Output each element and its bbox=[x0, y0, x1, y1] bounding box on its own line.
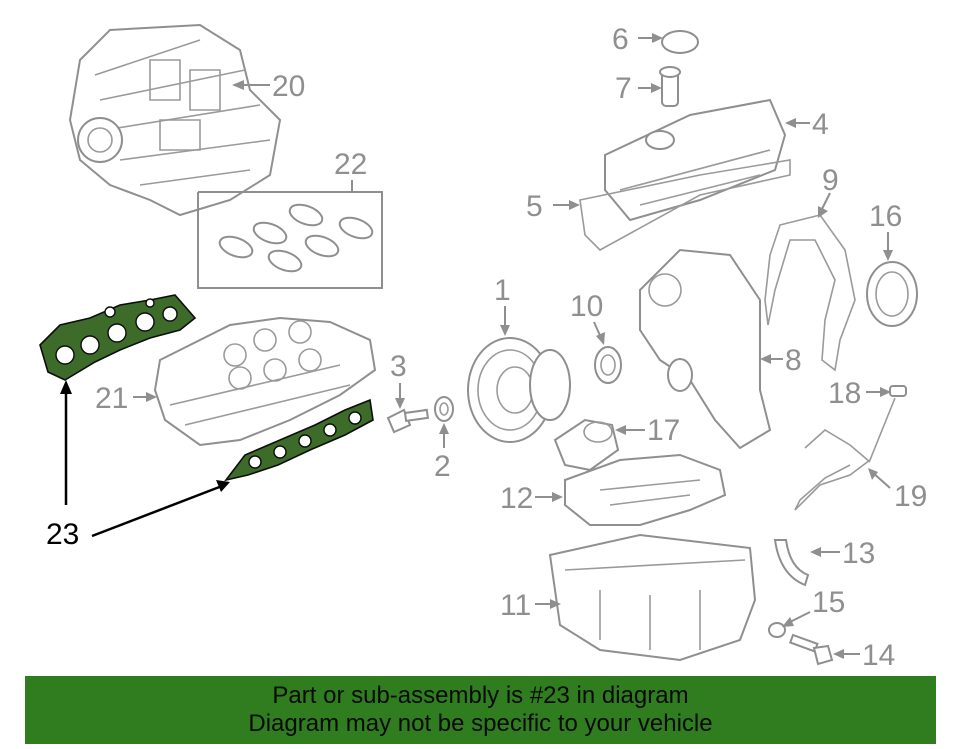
part-21-lower-intake bbox=[153, 316, 377, 447]
part-12-baffle bbox=[564, 453, 727, 526]
callout-17: 17 bbox=[647, 414, 680, 447]
part-6-oil-cap bbox=[661, 30, 699, 54]
callout-16: 16 bbox=[869, 200, 902, 233]
callout-11: 11 bbox=[500, 589, 531, 622]
info-banner: Part or sub-assembly is #23 in diagram D… bbox=[25, 676, 936, 744]
part-2-washer bbox=[434, 396, 454, 422]
part-3-bolt bbox=[386, 408, 430, 434]
callout-6: 6 bbox=[612, 23, 629, 56]
part-20-intake-manifold bbox=[68, 23, 282, 217]
part-22-gasket-set bbox=[197, 180, 383, 289]
part-17-oil-filter bbox=[553, 418, 620, 472]
callout-13: 13 bbox=[842, 537, 875, 570]
callout-14: 14 bbox=[862, 639, 895, 672]
callout-22: 22 bbox=[334, 148, 367, 181]
part-23-gasket-upper bbox=[39, 294, 197, 381]
callout-1: 1 bbox=[494, 274, 511, 307]
part-18-dipstick bbox=[889, 385, 907, 397]
part-11-oil-pan bbox=[548, 533, 757, 662]
callout-19: 19 bbox=[894, 480, 927, 513]
part-13-bearing bbox=[773, 539, 810, 587]
callout-20: 20 bbox=[272, 70, 305, 103]
part-8-timing-cover bbox=[639, 248, 772, 450]
callout-9: 9 bbox=[822, 164, 839, 197]
part-4-valve-cover bbox=[604, 98, 787, 222]
callout-18: 18 bbox=[828, 377, 861, 410]
part-16-rear-seal bbox=[866, 261, 918, 327]
banner-line-1: Part or sub-assembly is #23 in diagram bbox=[272, 682, 689, 709]
callout-4: 4 bbox=[812, 108, 829, 141]
callout-2: 2 bbox=[434, 450, 451, 483]
callout-8: 8 bbox=[785, 344, 802, 377]
part-1-balancer-pulley bbox=[467, 337, 571, 443]
part-23-gasket-lower bbox=[224, 398, 374, 482]
part-7-breather bbox=[659, 66, 681, 107]
callout-5: 5 bbox=[526, 190, 543, 223]
banner-line-2: Diagram may not be specific to your vehi… bbox=[248, 710, 713, 737]
part-19-dipstick-tube bbox=[794, 397, 896, 511]
callout-21: 21 bbox=[95, 382, 128, 415]
callout-23: 23 bbox=[46, 518, 79, 551]
part-9-timing-gasket bbox=[764, 214, 856, 372]
part-14-bolt bbox=[788, 633, 834, 666]
leader-23b bbox=[91, 484, 223, 538]
callout-15: 15 bbox=[812, 586, 845, 619]
part-5-valve-cover-gasket bbox=[579, 159, 791, 251]
callout-10: 10 bbox=[570, 290, 603, 323]
callout-3: 3 bbox=[390, 350, 407, 383]
part-10-seal bbox=[594, 346, 622, 384]
callout-7: 7 bbox=[615, 72, 632, 105]
part-15-washer bbox=[768, 622, 786, 638]
callout-12: 12 bbox=[500, 482, 533, 515]
